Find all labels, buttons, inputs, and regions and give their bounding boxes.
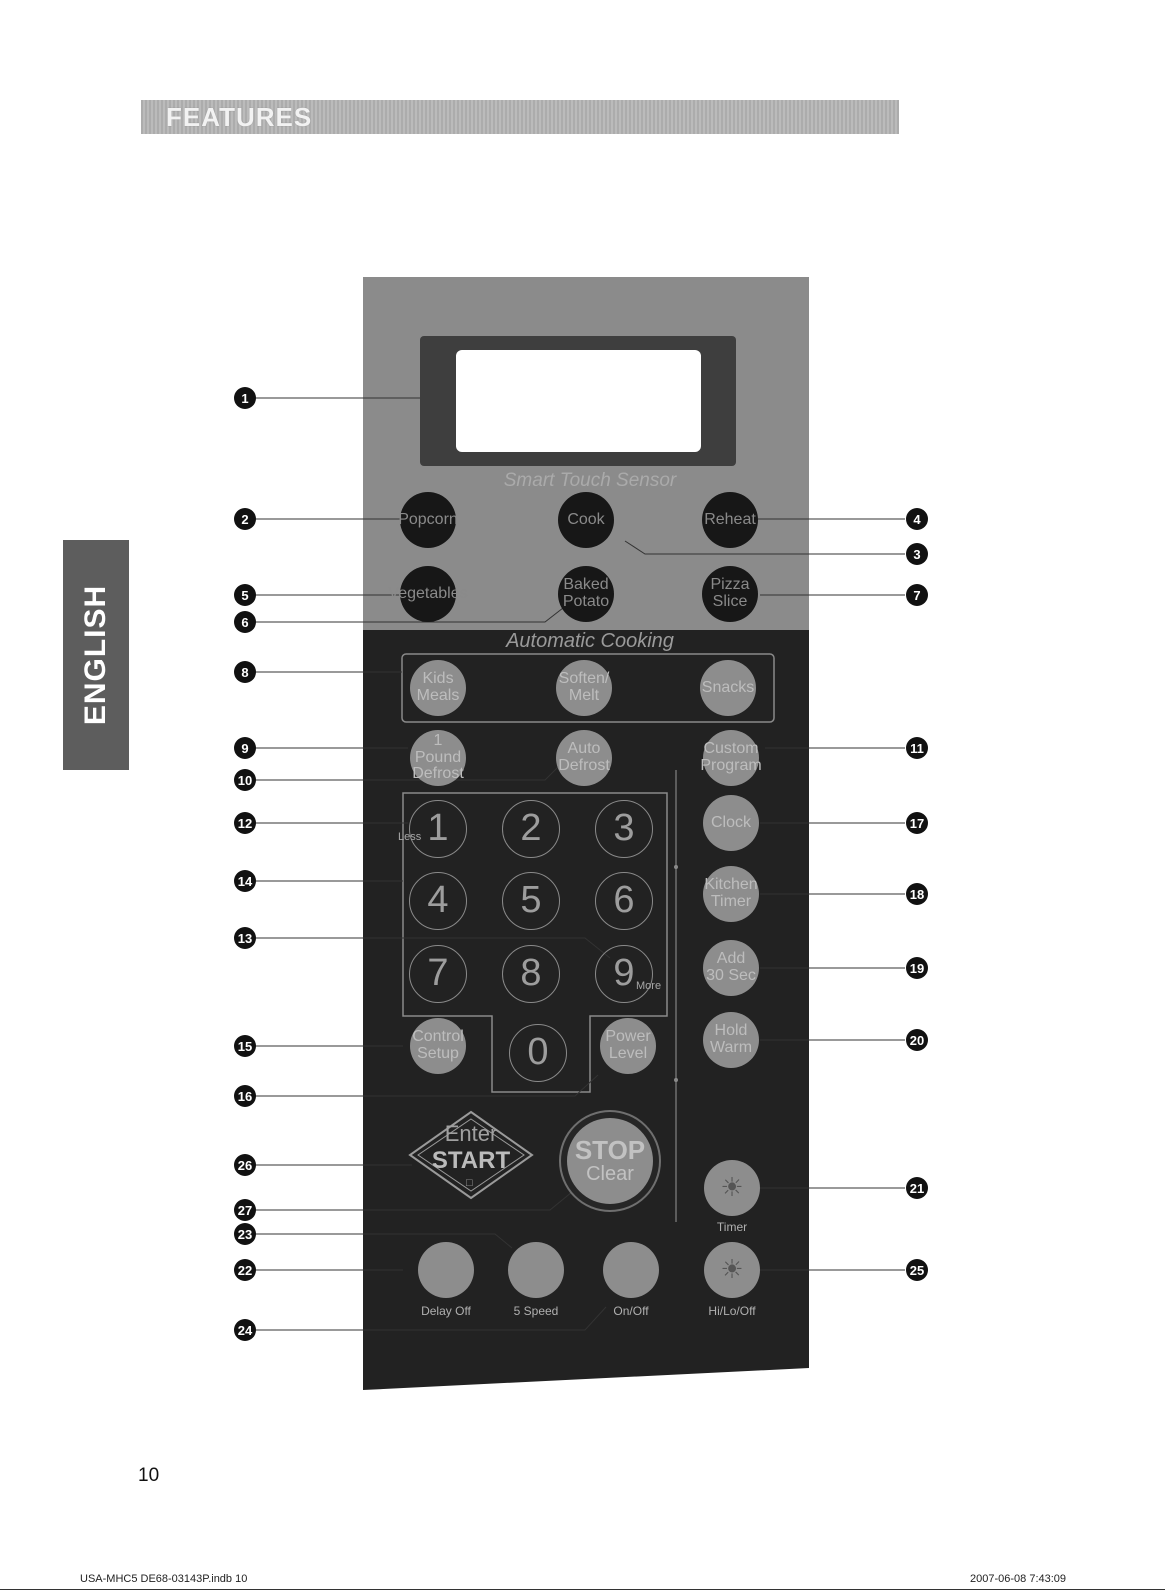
callout-9: 9 <box>234 737 256 759</box>
callout-1: 1 <box>234 387 256 409</box>
light-hi-lo-off-button[interactable]: ☀ <box>704 1242 760 1298</box>
light-timer-button[interactable]: ☀ <box>704 1160 760 1216</box>
keypad-outline <box>402 792 668 1093</box>
clear-label: Clear <box>586 1163 634 1186</box>
callout-20: 20 <box>906 1029 928 1051</box>
callout-19: 19 <box>906 957 928 979</box>
display-screen <box>456 350 701 452</box>
panel-lower-region <box>363 630 809 1390</box>
footer-rule <box>0 1589 1165 1590</box>
five-speed-label: 5 Speed <box>513 1304 559 1318</box>
key-3[interactable]: 3 <box>595 800 653 858</box>
snacks-button[interactable]: Snacks <box>700 660 756 716</box>
kitchen-timer-button[interactable]: Kitchen Timer <box>703 866 759 922</box>
light-timer-label: Timer <box>716 1220 748 1234</box>
key-1[interactable]: 1 <box>409 800 467 858</box>
enter-label: Enter <box>444 1121 498 1146</box>
popcorn-button[interactable]: Popcorn <box>398 492 458 548</box>
key-5[interactable]: 5 <box>502 872 560 930</box>
leader-lines <box>255 397 905 1331</box>
one-pound-defrost-button[interactable]: 1 Pound Defrost <box>410 730 466 786</box>
enter-diamond-inner <box>417 1118 525 1192</box>
callout-12: 12 <box>234 812 256 834</box>
callout-4: 4 <box>906 508 928 530</box>
vegetables-button[interactable]: Vegetables <box>388 566 468 622</box>
header-band <box>141 100 899 134</box>
cook-button[interactable]: Cook <box>558 492 614 548</box>
callout-2: 2 <box>234 508 256 530</box>
delay-off-label: Delay Off <box>421 1304 471 1318</box>
callout-15: 15 <box>234 1035 256 1057</box>
callout-11: 11 <box>906 737 928 759</box>
baked-potato-button[interactable]: Baked Potato <box>558 566 614 622</box>
light-bulb-icon: ☀ <box>720 1254 744 1285</box>
keypad-less-label: Less <box>398 831 422 843</box>
key-2[interactable]: 2 <box>502 800 560 858</box>
callout-5: 5 <box>234 584 256 606</box>
callout-25: 25 <box>906 1259 928 1281</box>
callout-8: 8 <box>234 661 256 683</box>
callout-10: 10 <box>234 769 256 791</box>
custom-program-button[interactable]: Custom Program <box>700 730 762 786</box>
section-label-smart-touch-sensor: Smart Touch Sensor <box>503 470 677 491</box>
stop-clear-button[interactable]: STOP Clear <box>567 1118 653 1204</box>
enter-start-button[interactable]: Enter START □ <box>405 1105 537 1205</box>
callout-24: 24 <box>234 1319 256 1341</box>
callout-17: 17 <box>906 812 928 834</box>
callout-18: 18 <box>906 883 928 905</box>
reheat-button[interactable]: Reheat <box>702 492 758 548</box>
key-8[interactable]: 8 <box>502 945 560 1003</box>
page-title: FEATURES <box>166 102 313 132</box>
add-30-sec-button[interactable]: Add 30 Sec <box>703 940 759 996</box>
callout-26: 26 <box>234 1154 256 1176</box>
section-label-automatic-cooking: Automatic Cooking <box>506 630 674 652</box>
footer-timestamp: 2007-06-08 7:43:09 <box>970 1573 1067 1585</box>
callout-16: 16 <box>234 1085 256 1107</box>
pizza-slice-button[interactable]: Pizza Slice <box>702 566 758 622</box>
auto-cooking-box <box>401 653 775 723</box>
soften-melt-button[interactable]: Soften/ Melt <box>556 660 612 716</box>
hi-lo-off-label: Hi/Lo/Off <box>708 1304 756 1318</box>
lock-icon: □ <box>466 1177 473 1189</box>
callout-3: 3 <box>906 543 928 565</box>
hold-warm-button[interactable]: Hold Warm <box>703 1012 759 1068</box>
light-bulb-icon: ☀ <box>720 1172 744 1203</box>
on-off-label: On/Off <box>613 1304 649 1318</box>
language-tab <box>63 540 129 770</box>
callout-14: 14 <box>234 870 256 892</box>
fan-delay-off-button[interactable] <box>418 1242 474 1298</box>
callout-23: 23 <box>234 1223 256 1245</box>
fan-speed-button[interactable] <box>508 1242 564 1298</box>
callout-27: 27 <box>234 1199 256 1221</box>
callout-6: 6 <box>234 611 256 633</box>
callout-22: 22 <box>234 1259 256 1281</box>
callout-7: 7 <box>906 584 928 606</box>
stop-label: STOP <box>574 1134 646 1165</box>
fan-on-off-button[interactable] <box>603 1242 659 1298</box>
callout-21: 21 <box>906 1177 928 1199</box>
footer-file-info: USA-MHC5 DE68-03143P.indb 10 <box>80 1573 248 1585</box>
start-label: START <box>431 1147 511 1174</box>
auto-defrost-button[interactable]: Auto Defrost <box>556 730 612 786</box>
key-0[interactable]: 0 <box>509 1024 567 1082</box>
power-level-button[interactable]: Power Level <box>600 1018 656 1074</box>
callout-13: 13 <box>234 927 256 949</box>
keypad-more-label: More <box>636 980 662 992</box>
page-number: 10 <box>138 1465 160 1486</box>
key-4[interactable]: 4 <box>409 872 467 930</box>
clock-button[interactable]: Clock <box>703 795 759 851</box>
key-7[interactable]: 7 <box>409 945 467 1003</box>
kids-meals-button[interactable]: Kids Meals <box>410 660 466 716</box>
enter-diamond-outline <box>408 1110 534 1200</box>
key-6[interactable]: 6 <box>595 872 653 930</box>
control-setup-button[interactable]: Control Setup <box>410 1018 466 1074</box>
key-9[interactable]: 9 <box>595 945 653 1003</box>
